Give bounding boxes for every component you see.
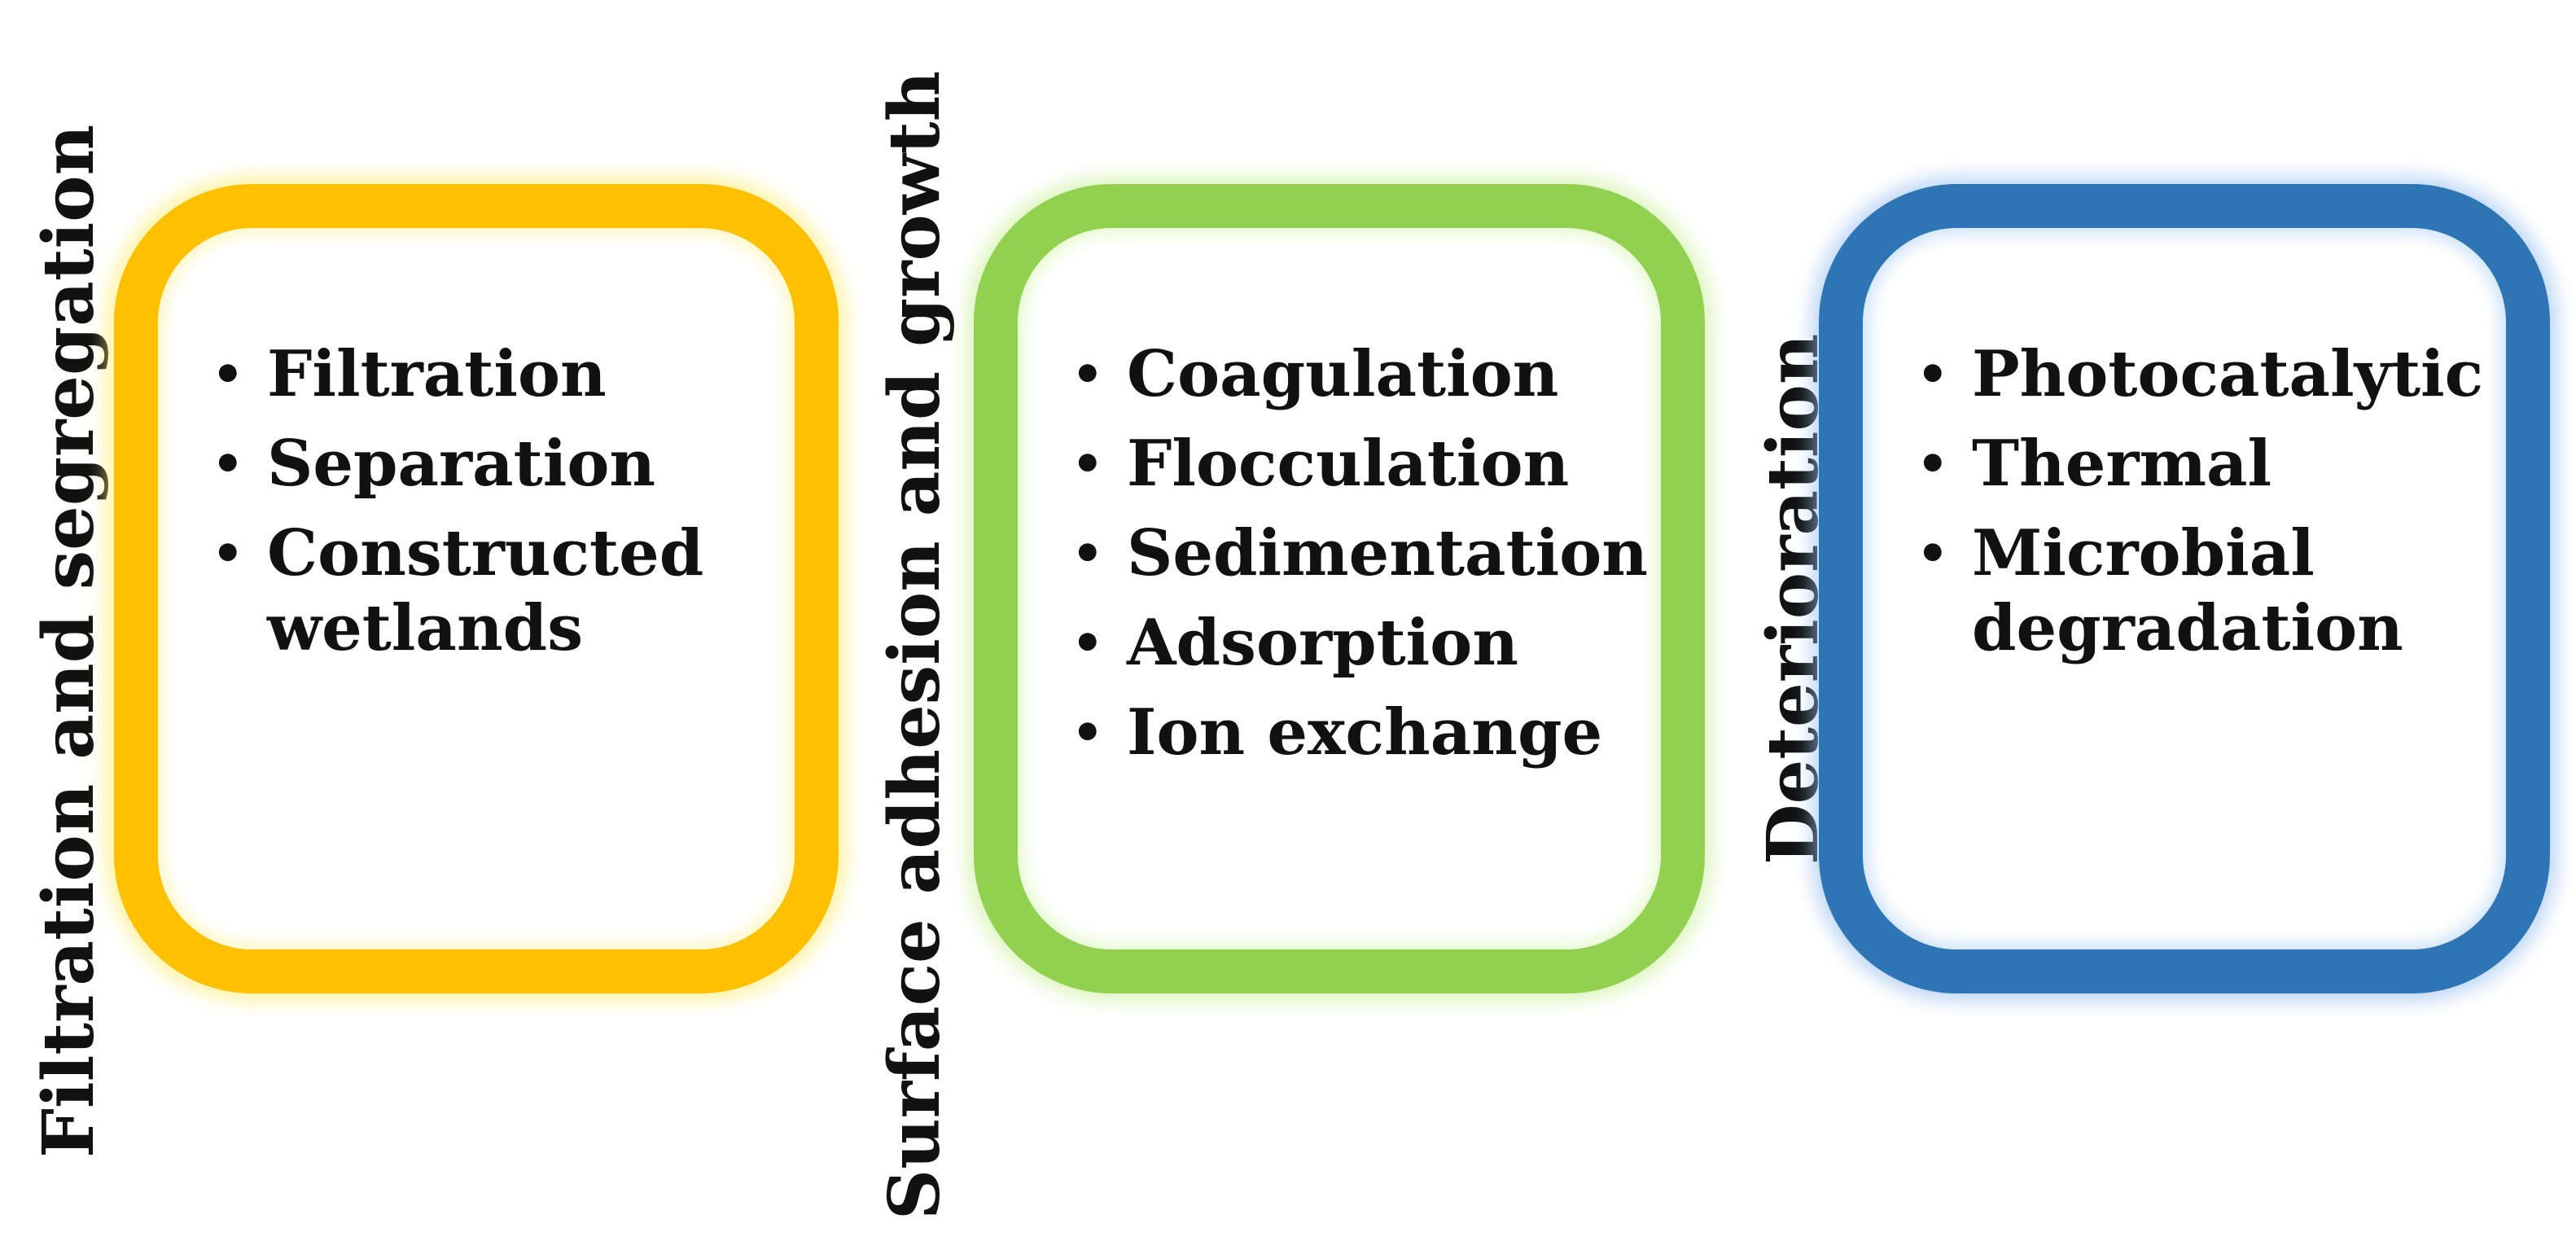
item-list-deterioration: •Photocatalytic •Thermal •Microbial degr…: [1910, 337, 2545, 681]
list-item: •Adsorption: [1071, 606, 1519, 680]
bullet-icon: •: [212, 524, 244, 583]
bullet-icon: •: [1917, 434, 1949, 493]
bullet-icon: •: [1917, 344, 1949, 404]
list-item: •Ion exchange: [1071, 695, 1603, 770]
list-item: •Sedimentation: [1071, 516, 1648, 590]
list-item: •Filtration: [212, 337, 607, 411]
bullet-icon: •: [1071, 524, 1104, 583]
list-item: •Flocculation: [1071, 427, 1570, 501]
group-title-filtration: Filtration and segregation: [28, 124, 110, 1158]
item-list-surface-adhesion: •Coagulation •Flocculation •Sedimentatio…: [1065, 337, 1684, 785]
bullet-icon: •: [1071, 613, 1104, 673]
list-item: •Constructed wetlands: [212, 516, 704, 665]
process-box-filtration: [114, 184, 839, 993]
bullet-icon: •: [1071, 703, 1104, 762]
bullet-icon: •: [212, 434, 244, 493]
bullet-icon: •: [1917, 524, 1949, 583]
item-list-filtration: •Filtration •Separation •Constructed wet…: [205, 337, 775, 681]
group-title-surface-adhesion: Surface adhesion and growth: [874, 70, 956, 1220]
bullet-icon: •: [212, 344, 244, 404]
list-item: •Thermal: [1917, 427, 2272, 501]
process-box-deterioration: [1819, 184, 2550, 993]
list-item: •Photocatalytic: [1917, 337, 2484, 411]
bullet-icon: •: [1071, 344, 1104, 404]
bullet-icon: •: [1071, 434, 1104, 493]
list-item: •Separation: [212, 427, 656, 501]
list-item: •Microbial degradation: [1917, 516, 2403, 665]
process-box-surface-adhesion: [974, 184, 1705, 993]
list-item: •Coagulation: [1071, 337, 1559, 411]
